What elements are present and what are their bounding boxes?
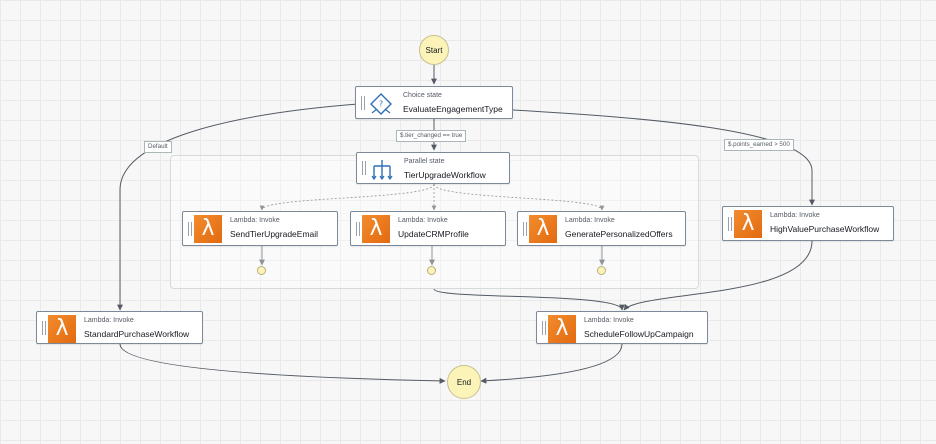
- generate-personalized-offers-node[interactable]: λ Lambda: Invoke GeneratePersonalizedOff…: [517, 211, 686, 246]
- lambda-icon: λ: [548, 315, 576, 343]
- schedule-follow-up-campaign-node[interactable]: λ Lambda: Invoke ScheduleFollowUpCampaig…: [536, 311, 708, 344]
- edge-label-points-earned: $.points_earned > 500: [724, 139, 794, 151]
- edge-label-tier-changed: $.tier_changed == true: [396, 130, 467, 142]
- drag-handle-icon[interactable]: [361, 95, 365, 110]
- node-name-label: HighValuePurchaseWorkflow: [770, 224, 880, 234]
- parallel-state-icon: [368, 156, 396, 184]
- edge-tier-workflow-to-followup: [433, 288, 625, 311]
- start-node[interactable]: Start: [419, 35, 449, 65]
- drag-handle-icon[interactable]: [188, 221, 192, 236]
- edge-followup-to-end: [480, 343, 623, 384]
- choice-state-icon: ?: [367, 90, 395, 118]
- lambda-icon: λ: [734, 210, 762, 238]
- high-value-purchase-workflow-node[interactable]: λ Lambda: Invoke HighValuePurchaseWorkfl…: [722, 206, 894, 241]
- edge-label-default: Default: [144, 141, 172, 153]
- node-type-label: Parallel state: [404, 158, 445, 165]
- lambda-icon: λ: [529, 215, 557, 243]
- node-name-label: GeneratePersonalizedOffers: [565, 229, 673, 239]
- drag-handle-icon[interactable]: [542, 320, 546, 335]
- lambda-icon: λ: [362, 215, 390, 243]
- drag-handle-icon[interactable]: [42, 320, 46, 335]
- node-type-label: Lambda: Invoke: [770, 212, 820, 219]
- node-type-label: Lambda: Invoke: [398, 217, 448, 224]
- end-node[interactable]: End: [447, 365, 481, 399]
- node-type-label: Lambda: Invoke: [84, 317, 134, 324]
- node-type-label: Lambda: Invoke: [565, 217, 615, 224]
- tier-upgrade-workflow-node[interactable]: Parallel state TierUpgradeWorkflow: [356, 152, 510, 184]
- drag-handle-icon[interactable]: [523, 221, 527, 236]
- branch-end-dot: [427, 266, 436, 275]
- start-label: Start: [425, 45, 443, 55]
- branch-end-dot: [597, 266, 606, 275]
- drag-handle-icon[interactable]: [728, 216, 732, 231]
- lambda-icon: λ: [194, 215, 222, 243]
- drag-handle-icon[interactable]: [356, 221, 360, 236]
- standard-purchase-workflow-node[interactable]: λ Lambda: Invoke StandardPurchaseWorkflo…: [36, 311, 203, 344]
- edge-standard-to-end: [119, 343, 446, 384]
- node-name-label: SendTierUpgradeEmail: [230, 229, 319, 239]
- node-type-label: Choice state: [403, 92, 442, 99]
- update-crm-profile-node[interactable]: λ Lambda: Invoke UpdateCRMProfile: [350, 211, 506, 246]
- node-name-label: UpdateCRMProfile: [398, 229, 469, 239]
- node-name-label: StandardPurchaseWorkflow: [84, 329, 190, 339]
- send-tier-upgrade-email-node[interactable]: λ Lambda: Invoke SendTierUpgradeEmail: [182, 211, 338, 246]
- drag-handle-icon[interactable]: [362, 161, 366, 175]
- evaluate-engagement-type-node[interactable]: ? Choice state EvaluateEngagementType: [355, 86, 513, 119]
- branch-end-dot: [257, 266, 266, 275]
- lambda-icon: λ: [48, 315, 76, 343]
- node-name-label: TierUpgradeWorkflow: [404, 170, 486, 180]
- node-type-label: Lambda: Invoke: [584, 317, 634, 324]
- node-name-label: ScheduleFollowUpCampaign: [584, 329, 694, 339]
- node-name-label: EvaluateEngagementType: [403, 104, 503, 114]
- node-type-label: Lambda: Invoke: [230, 217, 280, 224]
- end-label: End: [456, 377, 472, 387]
- svg-text:?: ?: [379, 100, 383, 109]
